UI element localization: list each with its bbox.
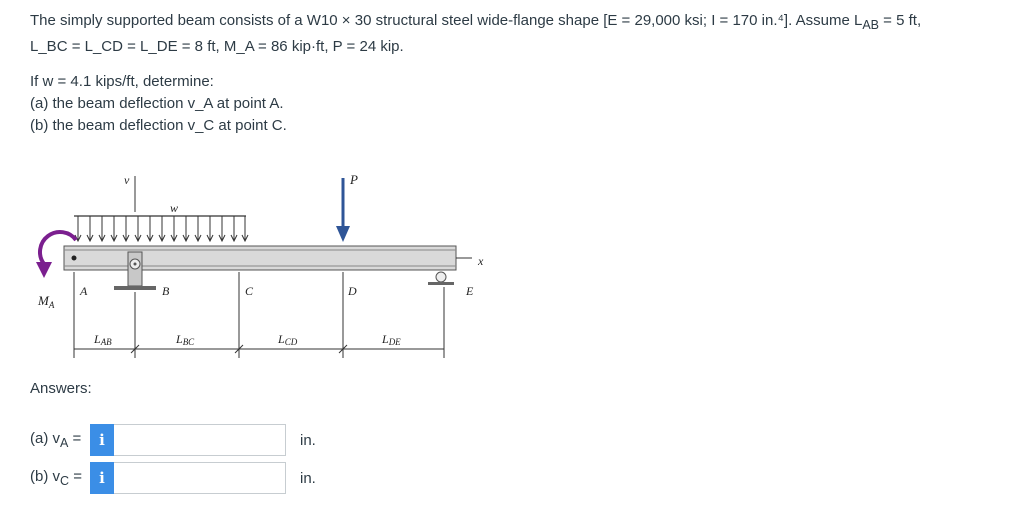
answer-input-b[interactable] (114, 462, 286, 494)
answer-row-b: (b) vC = i in. (30, 462, 316, 494)
answer-input-a[interactable] (114, 424, 286, 456)
problem-line-2: L_BC = L_CD = L_DE = 8 ft, M_A = 86 kip·… (30, 38, 404, 55)
label-ma: MA (37, 293, 55, 310)
problem-statement: The simply supported beam consists of a … (30, 10, 990, 137)
label-lbc: LBC (175, 332, 195, 347)
beam-diagram: v w P x A B C D E MA LAB LBC LCD LDE (30, 168, 510, 368)
moment-arrow (36, 230, 78, 278)
distributed-load (74, 215, 249, 243)
label-e: E (465, 284, 474, 298)
answers-title: Answers: (30, 380, 92, 397)
problem-line-1: The simply supported beam consists of a … (30, 12, 922, 32)
point-load-arrow (336, 178, 350, 242)
label-x: x (477, 254, 484, 268)
support-b (114, 251, 156, 290)
label-lde: LDE (381, 332, 401, 347)
answer-row-a: (a) vA = i in. (30, 424, 316, 456)
problem-line-5: (b) the beam deflection v_C at point C. (30, 117, 287, 134)
label-a: A (79, 284, 88, 298)
point-ticks (73, 272, 445, 358)
label-lab: LAB (93, 332, 112, 347)
label-w: w (170, 201, 178, 215)
label-v: v (124, 173, 130, 187)
label-p: P (349, 172, 358, 187)
problem-line-3: If w = 4.1 kips/ft, determine: (30, 73, 214, 90)
label-c: C (245, 284, 254, 298)
answer-label-a: (a) vA = (30, 430, 82, 450)
unit-label-b: in. (300, 469, 316, 487)
info-button-a[interactable]: i (90, 424, 114, 456)
answer-label-b: (b) vC = (30, 468, 82, 488)
label-lcd: LCD (277, 332, 298, 347)
info-button-b[interactable]: i (90, 462, 114, 494)
label-d: D (347, 284, 357, 298)
beam-svg: v w P x A B C D E MA LAB LBC LCD LDE (36, 172, 484, 358)
label-b: B (162, 284, 170, 298)
unit-label-a: in. (300, 431, 316, 449)
support-e (428, 271, 454, 285)
problem-line-4: (a) the beam deflection v_A at point A. (30, 95, 284, 112)
